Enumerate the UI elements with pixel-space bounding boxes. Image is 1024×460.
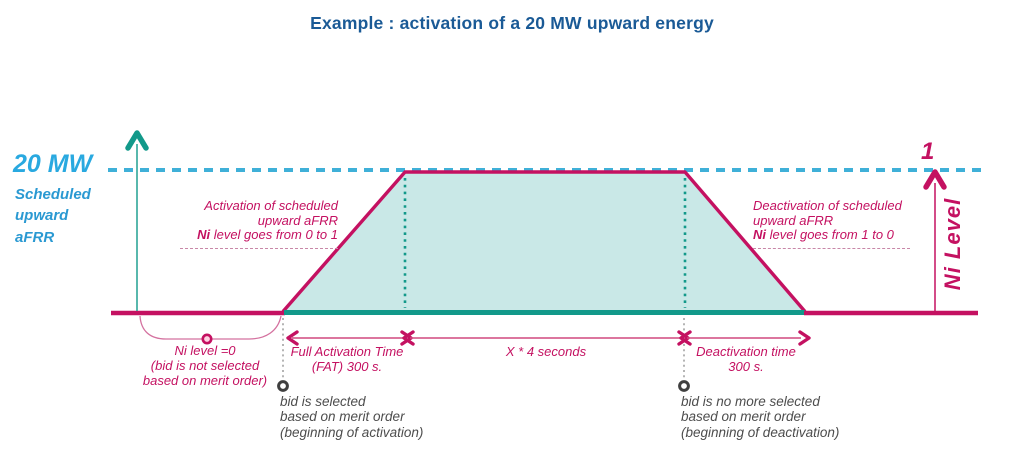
activation-profile-line [281,170,807,313]
deactivation-note-line2: upward aFRR [753,212,834,228]
activation-note: Activation of scheduled upward aFRR Ni l… [180,198,338,249]
power-value-label: 20 MW [13,150,93,178]
ni-axis-label: Ni Level [940,197,965,291]
activation-start-marker-icon [277,380,289,392]
magenta-up-arrow-icon [923,169,947,190]
deactivation-span-arrow [679,330,811,346]
activation-note-line3: Ni level goes from 0 to 1 [197,227,338,243]
hold-span-arrow [402,330,690,346]
activation-note-line1: Activation of scheduled [204,198,338,213]
ni-zero-note: Ni level =0 (bid is not selected based o… [142,343,268,389]
deactivation-start-marker-icon [678,380,690,392]
hold-duration-label: X * 4 seconds [505,344,587,359]
power-desc-label: Scheduled upward aFRR [15,186,91,246]
bracket-dot-icon [201,333,213,345]
deactivation-note-line3: Ni level goes from 1 to 0 [753,227,894,243]
bid-deselected-note: bid is no more selected based on merit o… [681,394,840,440]
teal-up-arrow-icon [125,130,149,151]
deactivation-time-label: Deactivation time 300 s. [696,344,796,375]
ni-max-label: 1 [921,138,935,165]
deactivation-note-line1: Deactivation of scheduled [753,198,902,213]
deactivation-note: Deactivation of scheduled upward aFRR Ni… [753,198,910,249]
full-activation-time-label: Full Activation Time (FAT) 300 s. [290,344,404,375]
activation-note-line2: upward aFRR [257,212,338,228]
fat-span-arrow [286,330,413,346]
bid-selected-note: bid is selected based on merit order (be… [280,394,424,440]
activation-area [283,172,805,311]
page-title: Example : activation of a 20 MW upward e… [310,13,714,33]
